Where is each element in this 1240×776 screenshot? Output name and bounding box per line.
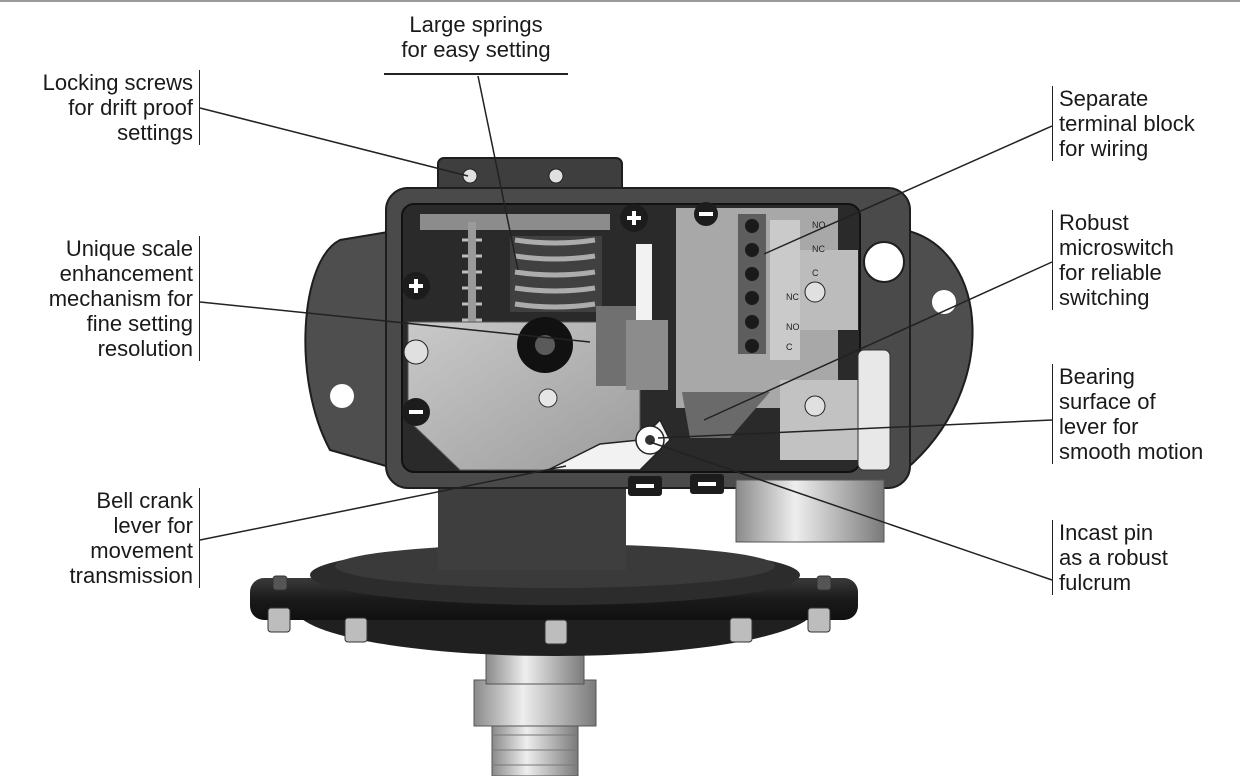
label-line: lever for — [113, 513, 193, 538]
label-line: Robust — [1059, 210, 1129, 235]
terminal-marks: NO NC C NO NC C — [786, 220, 826, 352]
label-locking-screws: Locking screws for drift proof settings — [43, 70, 200, 145]
terminal-mark: NO — [812, 220, 826, 230]
label-line: mechanism for — [48, 286, 193, 311]
label-line: Large springs — [409, 12, 543, 37]
leader-springs — [477, 75, 519, 271]
label-line: for easy setting — [401, 37, 551, 62]
label-line: for reliable — [1059, 260, 1162, 285]
leader-bearing — [657, 419, 1053, 439]
label-large-springs: Large springs for easy setting — [384, 12, 568, 62]
label-line: resolution — [97, 336, 193, 361]
polarity-signs — [402, 202, 724, 496]
label-line: enhancement — [59, 261, 193, 286]
label-line: for wiring — [1059, 136, 1149, 161]
leader-lines — [199, 75, 1053, 581]
leader-incast — [649, 441, 1053, 581]
label-line: lever for — [1059, 414, 1139, 439]
terminal-mark: C — [812, 268, 819, 278]
label-line: Unique scale — [65, 236, 193, 261]
microswitch-block — [676, 208, 891, 543]
screws — [403, 168, 826, 417]
leader-bell — [199, 465, 567, 541]
label-line: Bearing — [1059, 364, 1135, 389]
label-line: transmission — [69, 563, 193, 588]
label-terminal-block: Separate terminal block for wiring — [1052, 86, 1195, 161]
threaded-fitting — [473, 647, 597, 776]
label-unique-scale: Unique scale enhancement mechanism for f… — [49, 236, 200, 361]
label-line: movement — [90, 538, 193, 563]
leader-microswitch — [703, 261, 1053, 421]
spring-assembly — [420, 214, 610, 322]
label-line: Separate — [1059, 86, 1149, 111]
label-line: smooth motion — [1059, 439, 1204, 464]
terminal-mark: NO — [786, 322, 800, 332]
label-line: for drift proof — [68, 95, 193, 120]
label-line: terminal block — [1059, 111, 1195, 136]
label-line: fine setting — [86, 311, 193, 336]
springs-underline — [384, 73, 568, 75]
leader-locking — [199, 107, 469, 177]
terminal-mark: C — [786, 342, 793, 352]
label-line: Locking screws — [42, 70, 193, 95]
label-line: switching — [1059, 285, 1150, 310]
terminal-mark: NC — [812, 244, 825, 254]
label-line: Incast pin — [1059, 520, 1154, 545]
top-rule — [0, 0, 1240, 2]
label-line: as a robust — [1059, 545, 1168, 570]
label-line: Bell crank — [96, 488, 193, 513]
label-line: microswitch — [1059, 235, 1174, 260]
leader-terminal — [763, 125, 1053, 255]
label-bell-crank: Bell crank lever for movement transmissi… — [70, 488, 200, 588]
label-line: fulcrum — [1059, 570, 1132, 595]
leader-unique — [199, 301, 591, 343]
terminal-mark: NC — [786, 292, 799, 302]
label-line: settings — [117, 120, 193, 145]
label-line: surface of — [1059, 389, 1156, 414]
label-bearing-surface: Bearing surface of lever for smooth moti… — [1052, 364, 1203, 464]
label-incast-pin: Incast pin as a robust fulcrum — [1052, 520, 1168, 595]
label-microswitch: Robust microswitch for reliable switchin… — [1052, 210, 1174, 310]
